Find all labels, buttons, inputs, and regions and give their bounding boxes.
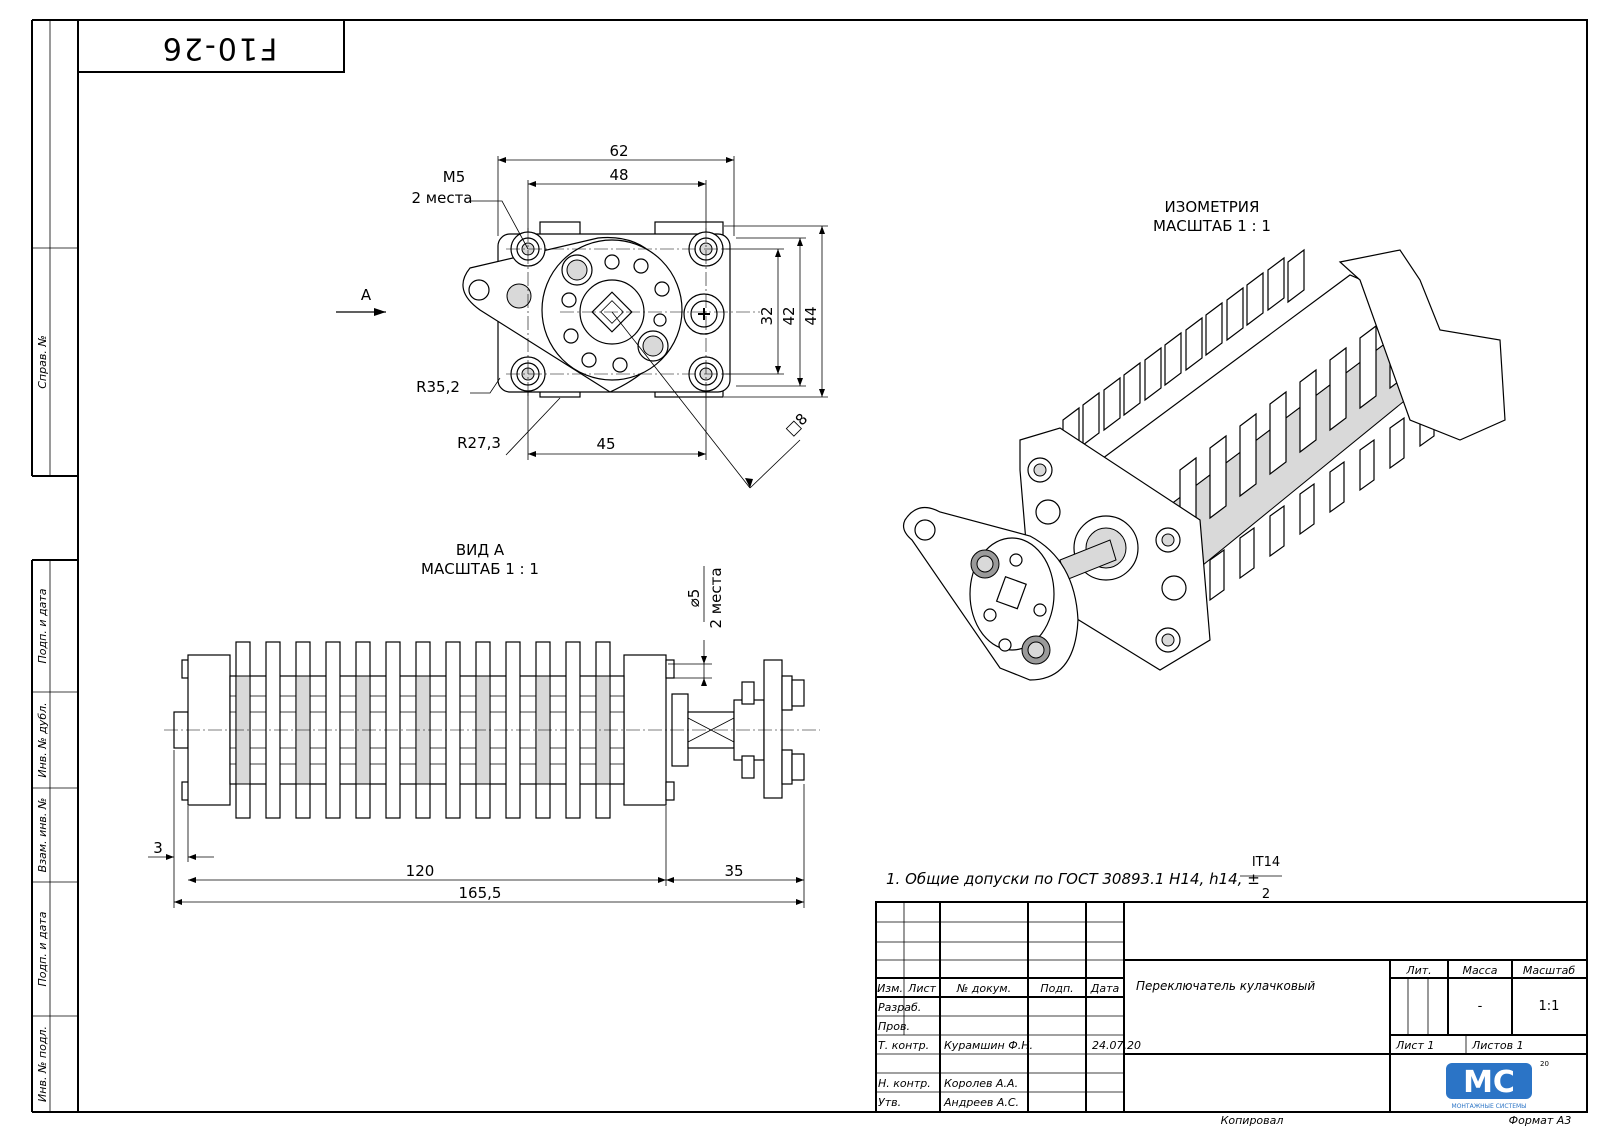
dim-sq8: □8 bbox=[782, 410, 811, 439]
side-view bbox=[148, 566, 820, 908]
role-tkontr: Т. контр. bbox=[878, 1039, 929, 1052]
isometric-view bbox=[902, 248, 1506, 681]
th-doc: № докум. bbox=[956, 982, 1011, 995]
dim-phi5: ⌀5 bbox=[685, 589, 703, 608]
sheet-frame bbox=[31, 19, 1588, 1113]
scale-value: 1:1 bbox=[1539, 999, 1560, 1014]
dim-3: 3 bbox=[153, 839, 163, 857]
iso-fins-front bbox=[1179, 304, 1435, 602]
name-nkontr: Королев А.А. bbox=[944, 1077, 1018, 1090]
dim-48: 48 bbox=[609, 166, 628, 184]
th-lit: Лит. bbox=[1405, 964, 1431, 977]
th-data: Дата bbox=[1090, 982, 1120, 995]
mass-value: - bbox=[1478, 999, 1483, 1014]
dim-phi5-places: 2 места bbox=[707, 567, 725, 628]
th-podp: Подп. bbox=[1040, 982, 1073, 995]
role-razrab: Разраб. bbox=[878, 1001, 921, 1014]
side-label-sprav: Справ. № bbox=[36, 335, 49, 389]
view-a-title: ВИД А bbox=[456, 541, 505, 559]
th-list: Лист bbox=[907, 982, 936, 995]
iso-title: ИЗОМЕТРИЯ bbox=[1165, 198, 1260, 216]
format-label: Формат А3 bbox=[1509, 1114, 1572, 1127]
tolerance-fraction-bottom: 2 bbox=[1262, 887, 1270, 902]
sheet-number: Лист 1 bbox=[1395, 1039, 1434, 1052]
logo-subtitle: МОНТАЖНЫЕ СИСТЕМЫ bbox=[1452, 1103, 1527, 1110]
dim-35: 35 bbox=[724, 862, 743, 880]
dim-r27: R27,3 bbox=[457, 434, 501, 452]
dim-44: 44 bbox=[802, 306, 820, 325]
date-tkontr: 24.07.20 bbox=[1092, 1039, 1141, 1052]
name-utv: Андреев А.С. bbox=[943, 1096, 1019, 1109]
side-label-vzam: Взам. инв. № bbox=[36, 798, 49, 873]
th-izm: Изм. bbox=[877, 982, 903, 995]
dim-m5-places: 2 места bbox=[411, 189, 472, 207]
tolerance-fraction-top: IT14 bbox=[1252, 855, 1280, 870]
dim-m5: M5 bbox=[443, 168, 466, 186]
dim-165: 165,5 bbox=[459, 884, 502, 902]
logo-text: MC bbox=[1463, 1065, 1515, 1100]
role-prov: Пров. bbox=[878, 1020, 910, 1033]
dim-120: 120 bbox=[406, 862, 435, 880]
copied-label: Копировал bbox=[1221, 1114, 1284, 1127]
side-label-podp-1: Подп. и дата bbox=[36, 588, 49, 663]
stamp-code-rotated: F10-26 bbox=[161, 31, 277, 66]
th-scale: Масштаб bbox=[1523, 964, 1575, 977]
iso-fins-back bbox=[1062, 248, 1305, 462]
product-name: Переключатель кулачковый bbox=[1136, 979, 1315, 993]
company-logo: MC 20 МОНТАЖНЫЕ СИСТЕМЫ bbox=[1446, 1060, 1549, 1110]
th-mass: Масса bbox=[1462, 964, 1497, 977]
dim-r35: R35,2 bbox=[416, 378, 460, 396]
view-a-arrow-label: A bbox=[361, 286, 372, 304]
view-a-scale: МАСШТАБ 1 : 1 bbox=[421, 560, 539, 578]
tolerance-note: 1. Общие допуски по ГОСТ 30893.1 H14, h1… bbox=[886, 870, 1260, 888]
logo-superscript: 20 bbox=[1540, 1060, 1549, 1068]
role-nkontr: Н. контр. bbox=[878, 1077, 931, 1090]
dim-45: 45 bbox=[596, 435, 615, 453]
dim-62: 62 bbox=[609, 142, 628, 160]
side-label-podp-2: Подп. и дата bbox=[36, 911, 49, 986]
iso-scale: МАСШТАБ 1 : 1 bbox=[1153, 217, 1271, 235]
title-block bbox=[875, 901, 1588, 1113]
dim-42: 42 bbox=[780, 306, 798, 325]
sheets-total: Листов 1 bbox=[1471, 1039, 1524, 1052]
dim-32: 32 bbox=[758, 306, 776, 325]
side-label-inv-podl: Инв. № подл. bbox=[36, 1026, 49, 1102]
side-label-inv-dubl: Инв. № дубл. bbox=[36, 702, 49, 777]
front-view bbox=[336, 156, 828, 489]
role-utv: Утв. bbox=[878, 1096, 901, 1109]
name-tkontr: Курамшин Ф.Н. bbox=[944, 1039, 1033, 1052]
